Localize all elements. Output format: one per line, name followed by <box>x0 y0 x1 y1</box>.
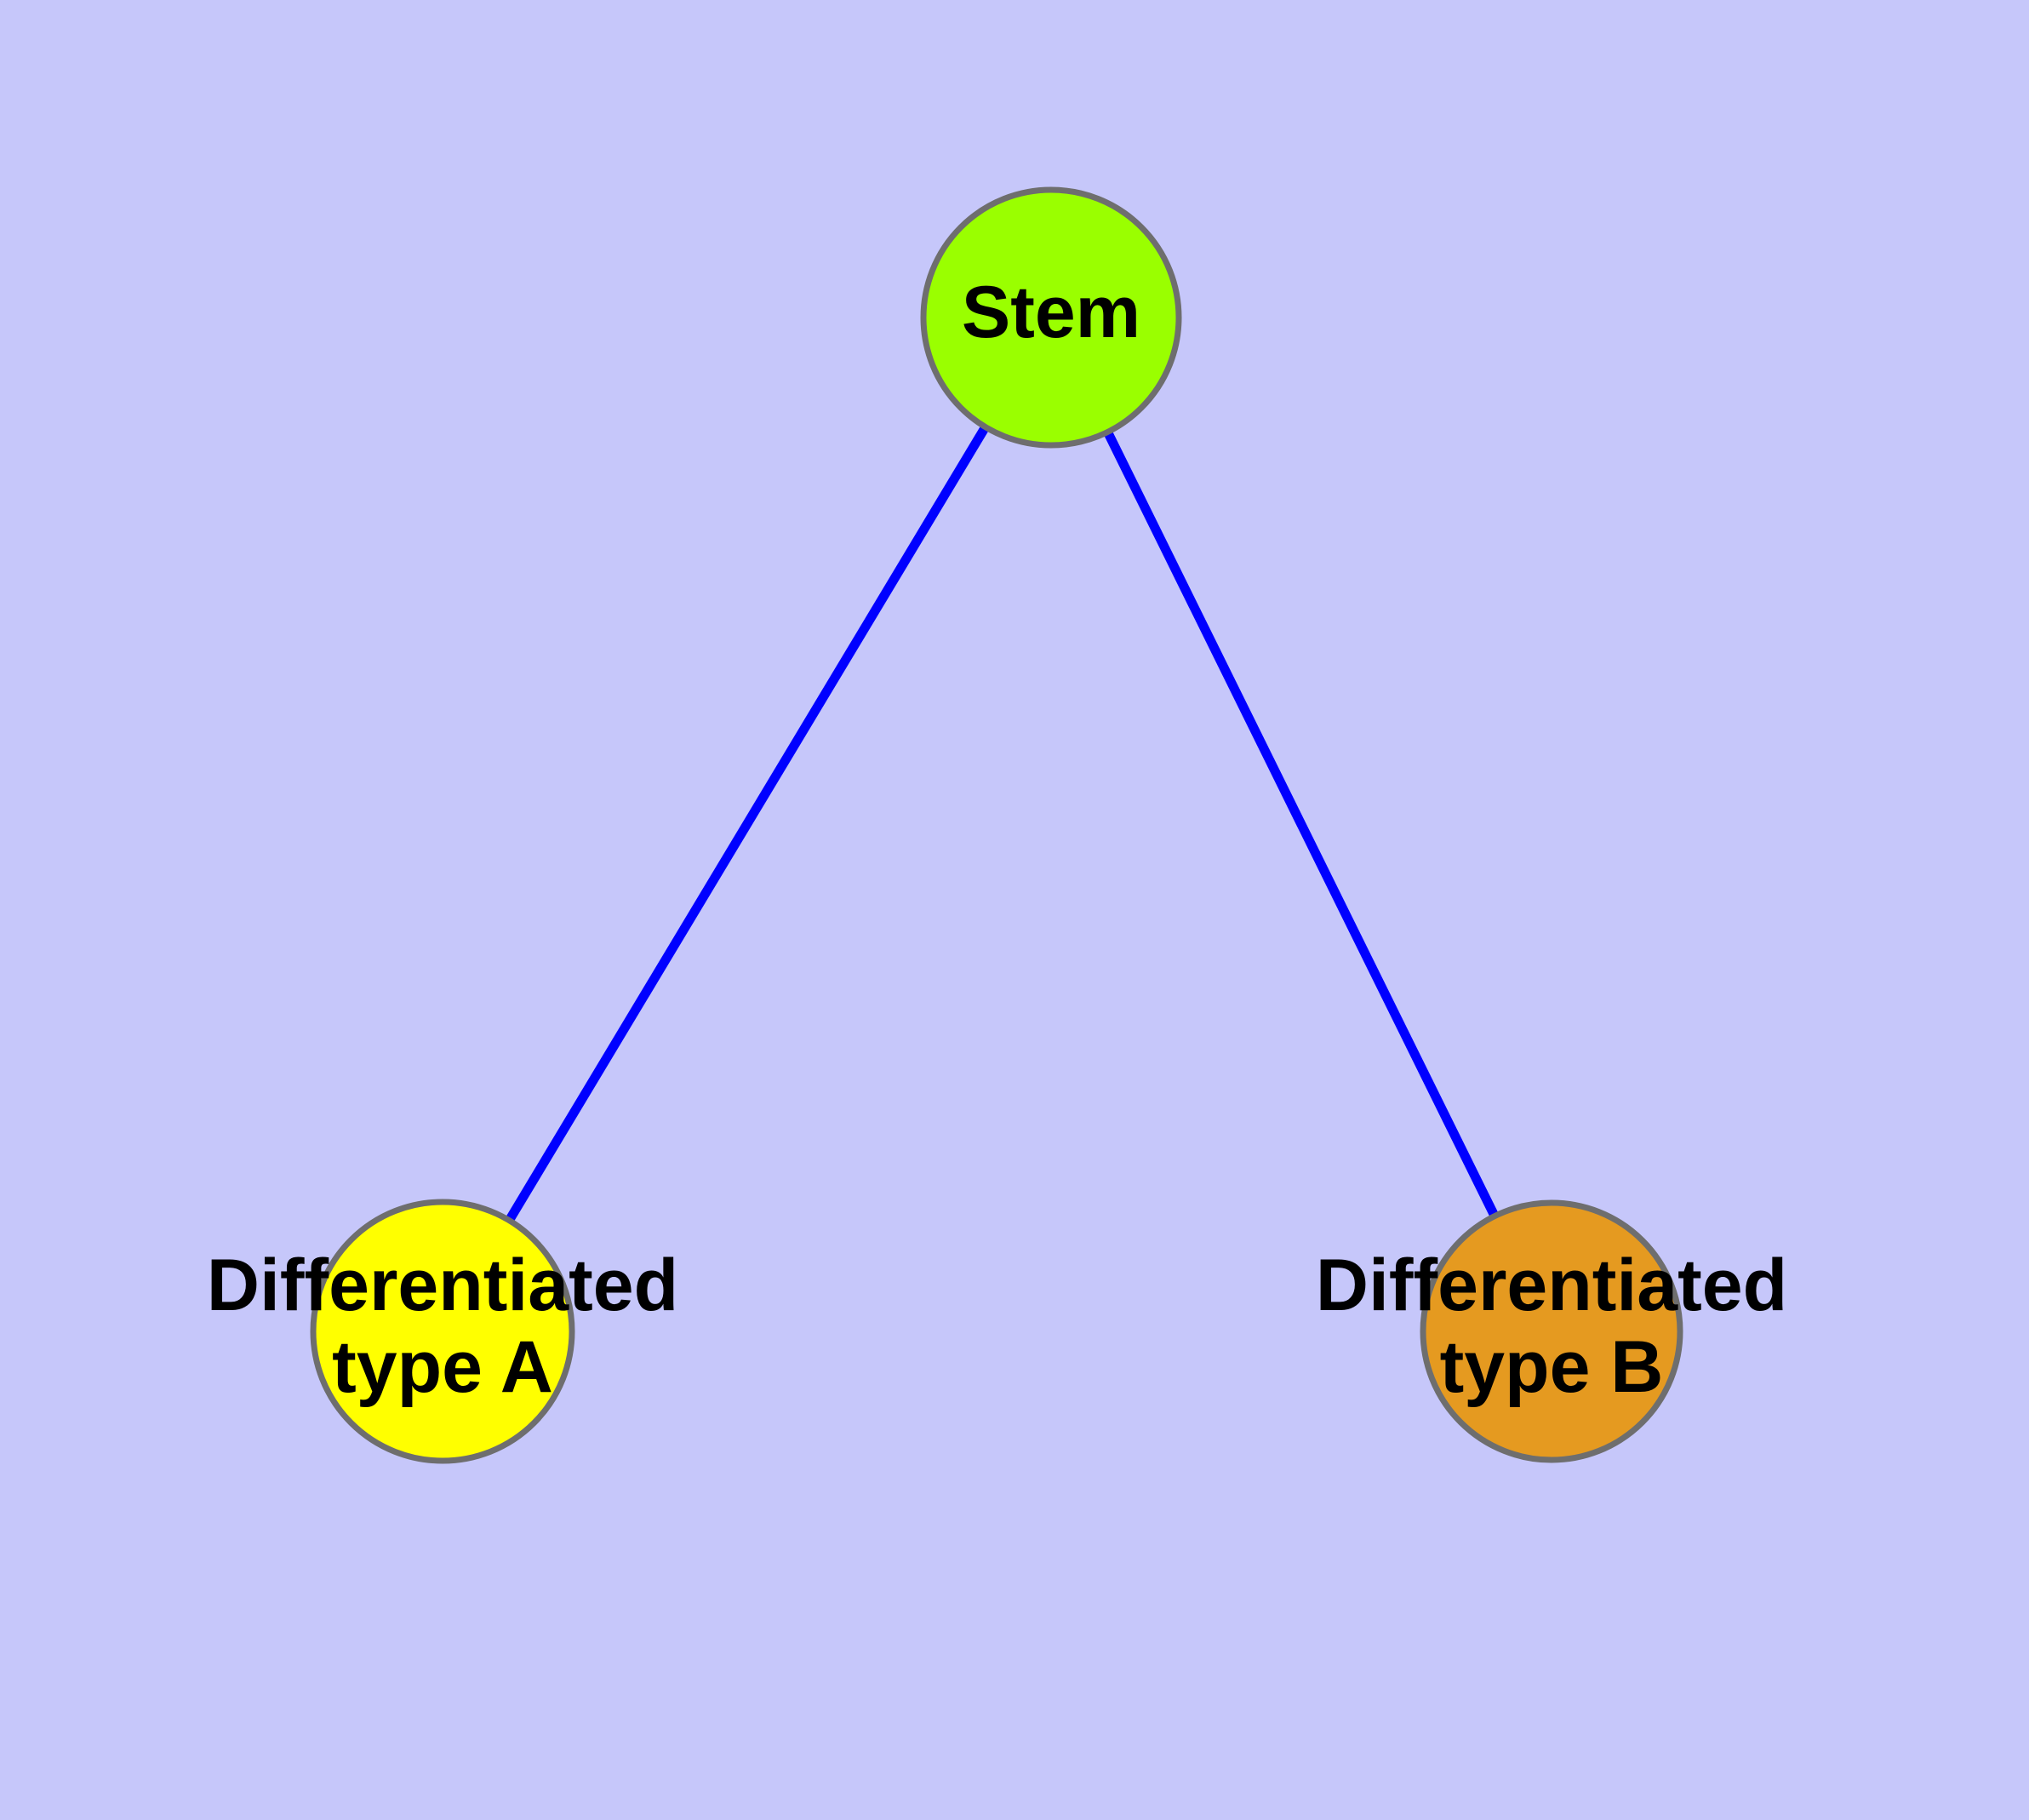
graph-node-stem[interactable]: Stem <box>920 186 1182 449</box>
node-label-line: Differentiated <box>207 1245 678 1326</box>
graph-edge-stem-to-diff-a[interactable] <box>505 424 990 1223</box>
node-label-stem: Stem <box>962 272 1140 353</box>
node-circle-diff-a[interactable] <box>310 1199 575 1464</box>
node-label-line: type B <box>1440 1326 1664 1408</box>
edge-layer <box>505 424 1500 1223</box>
node-label-line: Stem <box>962 272 1140 353</box>
graph-edge-stem-to-diff-b[interactable] <box>1103 430 1500 1219</box>
node-label-line: type A <box>332 1326 553 1408</box>
node-circle-diff-b[interactable] <box>1420 1199 1683 1463</box>
node-circle-stem[interactable] <box>920 186 1182 449</box>
node-label-line: Differentiated <box>1316 1245 1787 1326</box>
